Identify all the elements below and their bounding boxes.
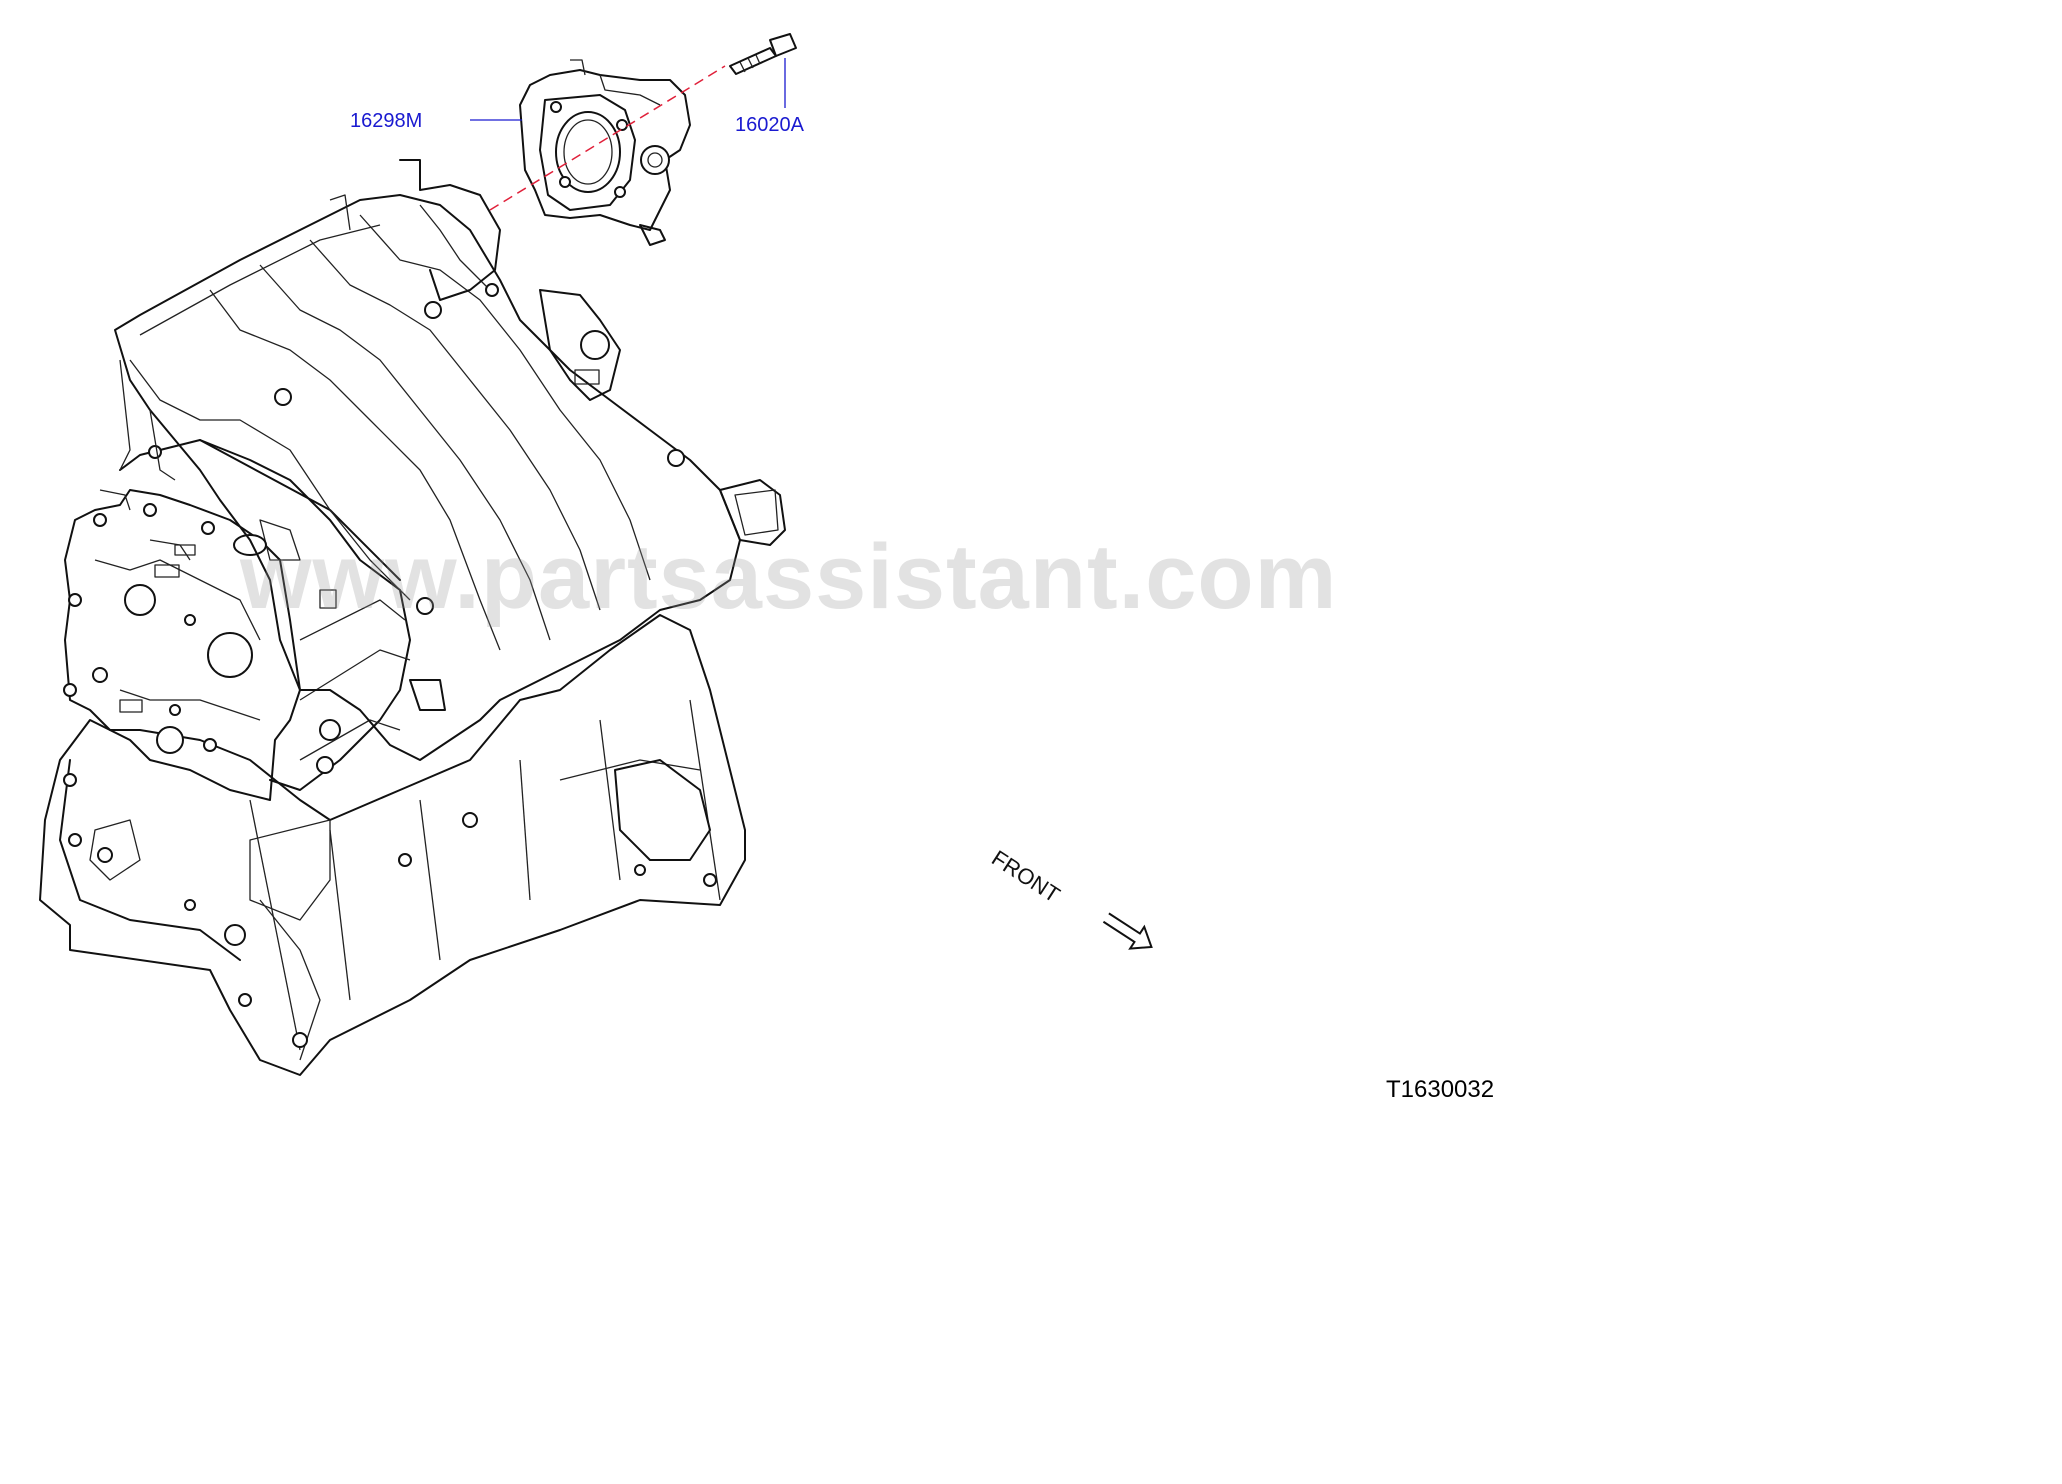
parts-diagram: FRONT www.partsassistant.com 16298M 1602…	[39, 33, 1495, 1103]
bolt-part	[729, 33, 797, 75]
intake-manifold	[99, 159, 786, 761]
timing-cover	[63, 489, 301, 801]
installation-centerline	[489, 65, 726, 211]
front-arrow-icon	[1102, 912, 1153, 950]
cylinder-head	[119, 439, 411, 791]
watermark-text: www.partsassistant.com	[240, 526, 1338, 628]
front-label: FRONT	[987, 845, 1064, 907]
throttle-body	[519, 59, 691, 246]
engine-illustration: FRONT	[39, 33, 1153, 1076]
callout-label-16020a[interactable]: 16020A	[735, 114, 804, 136]
diagram-code: T1630032	[1386, 1076, 1495, 1103]
cylinder-block	[39, 614, 746, 1076]
callout-label-16298m[interactable]: 16298M	[350, 110, 423, 132]
